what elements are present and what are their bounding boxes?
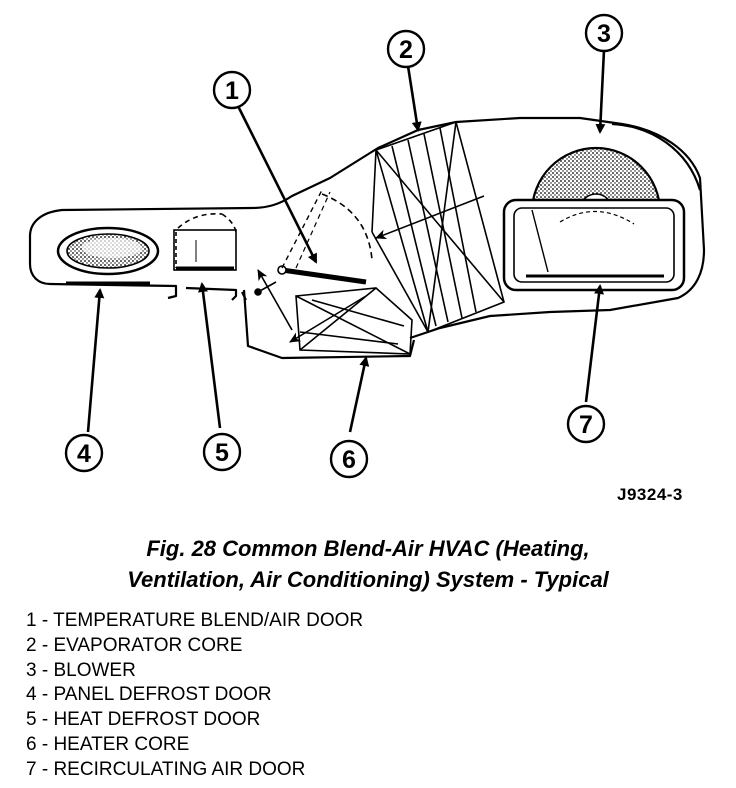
- legend-item: 5 - HEAT DEFROST DOOR: [26, 709, 261, 731]
- leader-line-6: [348, 356, 370, 433]
- leader-lines: [86, 49, 606, 433]
- callout-4: 4: [64, 433, 104, 473]
- panel-defrost-outlet: [56, 226, 160, 276]
- temperature-blend-door: [277, 189, 373, 285]
- recirculating-air-door: [502, 198, 686, 292]
- svg-text:5: 5: [215, 439, 229, 467]
- svg-text:7: 7: [579, 411, 593, 439]
- airflow-arrows: [254, 195, 485, 343]
- callout-1: 1: [212, 70, 252, 110]
- legend-item: 7 - RECIRCULATING AIR DOOR: [26, 758, 306, 780]
- figure-caption: Fig. 28 Common Blend-Air HVAC (Heating, …: [0, 533, 736, 595]
- leader-line-7: [584, 284, 605, 403]
- svg-text:3: 3: [597, 20, 611, 48]
- svg-text:4: 4: [77, 440, 91, 468]
- callout-5: 5: [202, 432, 242, 472]
- heater-core: [295, 287, 413, 355]
- callout-7: 7: [566, 404, 606, 444]
- legend-item: 2 - EVAPORATOR CORE: [26, 634, 243, 656]
- legend-item: 6 - HEATER CORE: [26, 733, 190, 755]
- leader-line-4: [86, 288, 105, 433]
- leader-line-5: [198, 282, 222, 429]
- heat-defrost-door: [173, 212, 237, 271]
- legend-item: 4 - PANEL DEFROST DOOR: [26, 684, 272, 706]
- legend-list: 1 - TEMPERATURE BLEND/AIR DOOR 2 - EVAPO…: [26, 609, 363, 783]
- leader-line-2: [406, 65, 422, 132]
- leader-line-3: [595, 49, 606, 134]
- legend-item: 3 - BLOWER: [26, 659, 136, 681]
- evaporator-core: [371, 120, 505, 334]
- callout-6: 6: [329, 439, 369, 479]
- caption-line-1: Fig. 28 Common Blend-Air HVAC (Heating,: [146, 536, 590, 561]
- callout-3: 3: [584, 13, 624, 53]
- svg-text:6: 6: [342, 446, 356, 474]
- legend-item: 1 - TEMPERATURE BLEND/AIR DOOR: [26, 610, 364, 631]
- callout-2: 2: [386, 29, 426, 69]
- leader-line-1: [236, 105, 318, 264]
- hvac-diagram: 1 2 3 4 5 6 7: [28, 13, 706, 479]
- caption-line-2: Ventilation, Air Conditioning) System - …: [127, 567, 609, 592]
- svg-text:2: 2: [399, 36, 413, 64]
- svg-text:1: 1: [225, 77, 239, 105]
- figure-id: J9324-3: [617, 485, 683, 504]
